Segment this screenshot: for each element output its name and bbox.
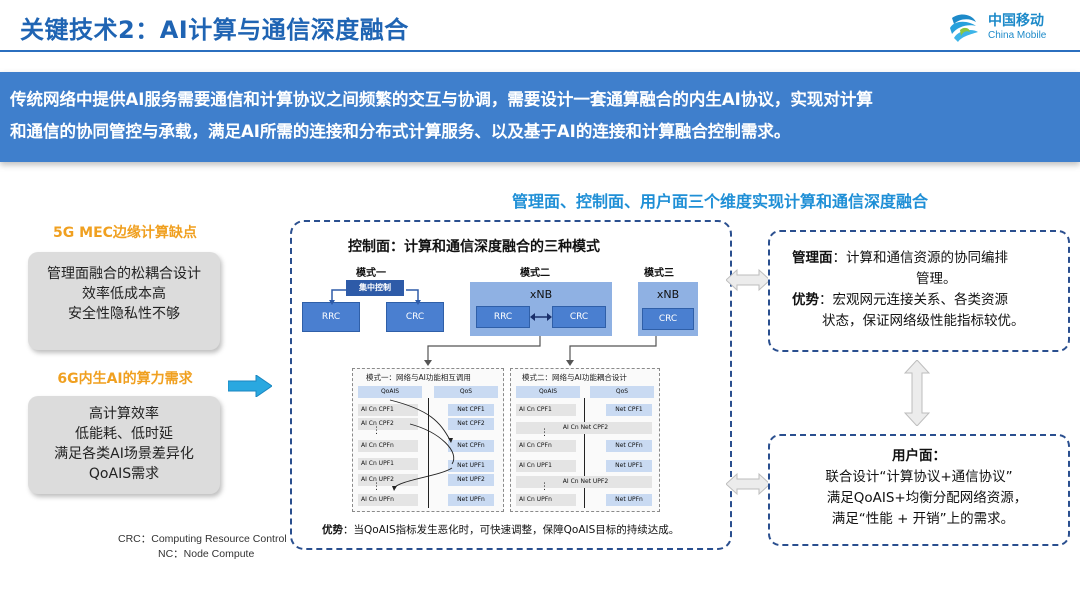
mec-item: 效率低成本高 [82,286,166,302]
user-plane-label: 用户面： [892,448,946,464]
china-mobile-logo-icon [950,14,978,42]
table2-merged-cpf2: AI Cn Net CPF2 [516,422,652,434]
mode3-crc-block: CRC [642,308,694,330]
table2-ai-cpfn: AI Cn CPFn [516,440,576,452]
mode1-arrows [329,289,421,305]
note-crc: CRC：Computing Resource Control [118,533,287,545]
table2-divider [584,398,585,508]
table2-ai-upf1: AI Cn UPF1 [516,460,576,472]
double-arrow-icon [726,472,770,496]
user-plane-line1: 联合设计“计算协议+通信协议” [825,469,1013,485]
table1-net-cpf2: Net CPF2 [448,418,494,430]
table2-qos-cell: QoS [590,386,654,398]
table1-divider [428,398,429,508]
user-plane-line2: 满足QoAIS+均衡分配网络资源， [826,490,1028,506]
table1-dots: ⋮ [372,482,381,492]
logo-english-text: China Mobile [988,30,1047,41]
abbreviation-notes: CRC：Computing Resource Control NC：Node C… [118,532,287,562]
ai-demand-item: QoAIS需求 [88,466,160,482]
table2-net-cpf1: Net CPF1 [606,404,652,416]
table2-net-upfn: Net UPFn [606,494,652,506]
vertical-double-arrow-icon [904,360,930,426]
title-divider [0,50,1080,52]
page-title: 关键技术2：AI计算与通信深度融合 [20,16,409,44]
table1-ai-cpf1: AI Cn CPF1 [358,404,418,416]
table1-ai-cpfn: AI Cn CPFn [358,440,418,452]
connector-arrows [424,336,657,366]
mode2-label: 模式二 [520,268,550,279]
ai-demand-title: 6G内生AI的算力需求 [57,371,193,387]
table1-dots: ⋮ [372,426,381,436]
table2-merged-upf2: AI Cn Net UPF2 [516,476,652,488]
mec-item: 管理面融合的松耦合设计 [47,266,201,282]
mec-item: 安全性隐私性不够 [68,306,180,322]
ai-demand-item: 低能耗、低时延 [75,426,173,442]
management-line1: 管理面：计算和通信资源的协同编排 [792,248,1062,269]
mode1-label: 模式一 [356,268,386,279]
ai-demand-item: 满足各类AI场景差异化 [54,446,194,462]
mode2-rrc-block: RRC [476,306,530,328]
table2-net-cpfn: Net CPFn [606,440,652,452]
mode2-crc-block: CRC [552,306,606,328]
user-plane-line3: 满足“性能 + 开销”上的需求。 [831,511,1015,527]
mec-box: 管理面融合的松耦合设计 效率低成本高 安全性隐私性不够 [28,252,220,350]
control-plane-title: 控制面：计算和通信深度融合的三种模式 [348,239,600,255]
table1-net-upf1: Net UPF1 [448,460,494,472]
mode3-label: 模式三 [644,268,674,279]
ai-demand-box: 高计算效率 低能耗、低时延 满足各类AI场景差异化 QoAIS需求 [28,396,220,494]
control-advantage-text: ：当QoAIS指标发生恶化时，可快速调整，保障QoAIS目标的持续达成。 [343,524,680,536]
management-text2: 管理。 [916,271,957,287]
table1-net-cpf1: Net CPF1 [448,404,494,416]
management-adv-label: 优势 [792,292,819,308]
management-line3: 优势：宏观网元连接关系、各类资源 [792,290,1062,311]
table2-net-upf1: Net UPF1 [606,460,652,472]
management-plane-box: 管理面：计算和通信资源的协同编排 管理。 优势：宏观网元连接关系、各类资源 状态… [768,230,1070,352]
management-text1: ：计算和通信资源的协同编排 [832,250,1009,266]
table1-title: 模式一：网络与AI功能相互调用 [366,373,471,382]
management-label: 管理面 [792,250,833,266]
table1-ai-cpf2: AI Cn CPF2 [358,418,418,430]
table1-ai-upfn: AI Cn UPFn [358,494,418,506]
table2-ai-cpf1: AI Cn CPF1 [516,404,576,416]
mode1-crc-block: CRC [386,302,444,332]
control-advantage-label: 优势 [322,524,343,536]
mec-title: 5G MEC边缘计算缺点 [53,225,197,241]
table1-net-upfn: Net UPFn [448,494,494,506]
double-arrow-icon [726,268,770,292]
mode1-rrc-block: RRC [302,302,360,332]
mode2-bidirectional-arrow-icon [530,313,552,321]
table2-dots: ⋮ [540,482,549,492]
management-adv-text1: ：宏观网元连接关系、各类资源 [819,292,1008,308]
banner-text: 传统网络中提供AI服务需要通信和计算协议之间频繁的交互与协调，需要设计一套通算融… [10,90,873,141]
table1-ai-upf1: AI Cn UPF1 [358,458,418,470]
table1-net-upf2: Net UPF2 [448,474,494,486]
ai-demand-item: 高计算效率 [89,406,159,422]
user-plane-box: 用户面： 联合设计“计算协议+通信协议” 满足QoAIS+均衡分配网络资源， 满… [768,434,1070,546]
logo-chinese-text: 中国移动 [988,13,1044,29]
control-advantage: 优势：当QoAIS指标发生恶化时，可快速调整，保障QoAIS目标的持续达成。 [322,522,679,537]
management-adv-text2: 状态，保证网络级性能指标较优。 [822,313,1025,329]
summary-banner: 传统网络中提供AI服务需要通信和计算协议之间频繁的交互与协调，需要设计一套通算融… [0,72,1080,162]
table2-dots: ⋮ [540,428,549,438]
table2-title: 模式二：网络与AI功能耦合设计 [522,373,627,382]
central-control-block: 集中控制 [346,280,404,296]
table2-ai-upfn: AI Cn UPFn [516,494,576,506]
right-arrow-icon [228,375,272,397]
table1-qoais-cell: QoAIS [358,386,422,398]
table1-net-cpfn: Net CPFn [448,440,494,452]
china-mobile-logo: 中国移动 China Mobile [946,8,1076,48]
table2-qoais-cell: QoAIS [516,386,580,398]
table1-qos-cell: QoS [434,386,498,398]
note-nc: NC：Node Compute [158,548,255,560]
section-title: 管理面、控制面、用户面三个维度实现计算和通信深度融合 [511,192,928,211]
table1-call-flow [389,399,455,491]
